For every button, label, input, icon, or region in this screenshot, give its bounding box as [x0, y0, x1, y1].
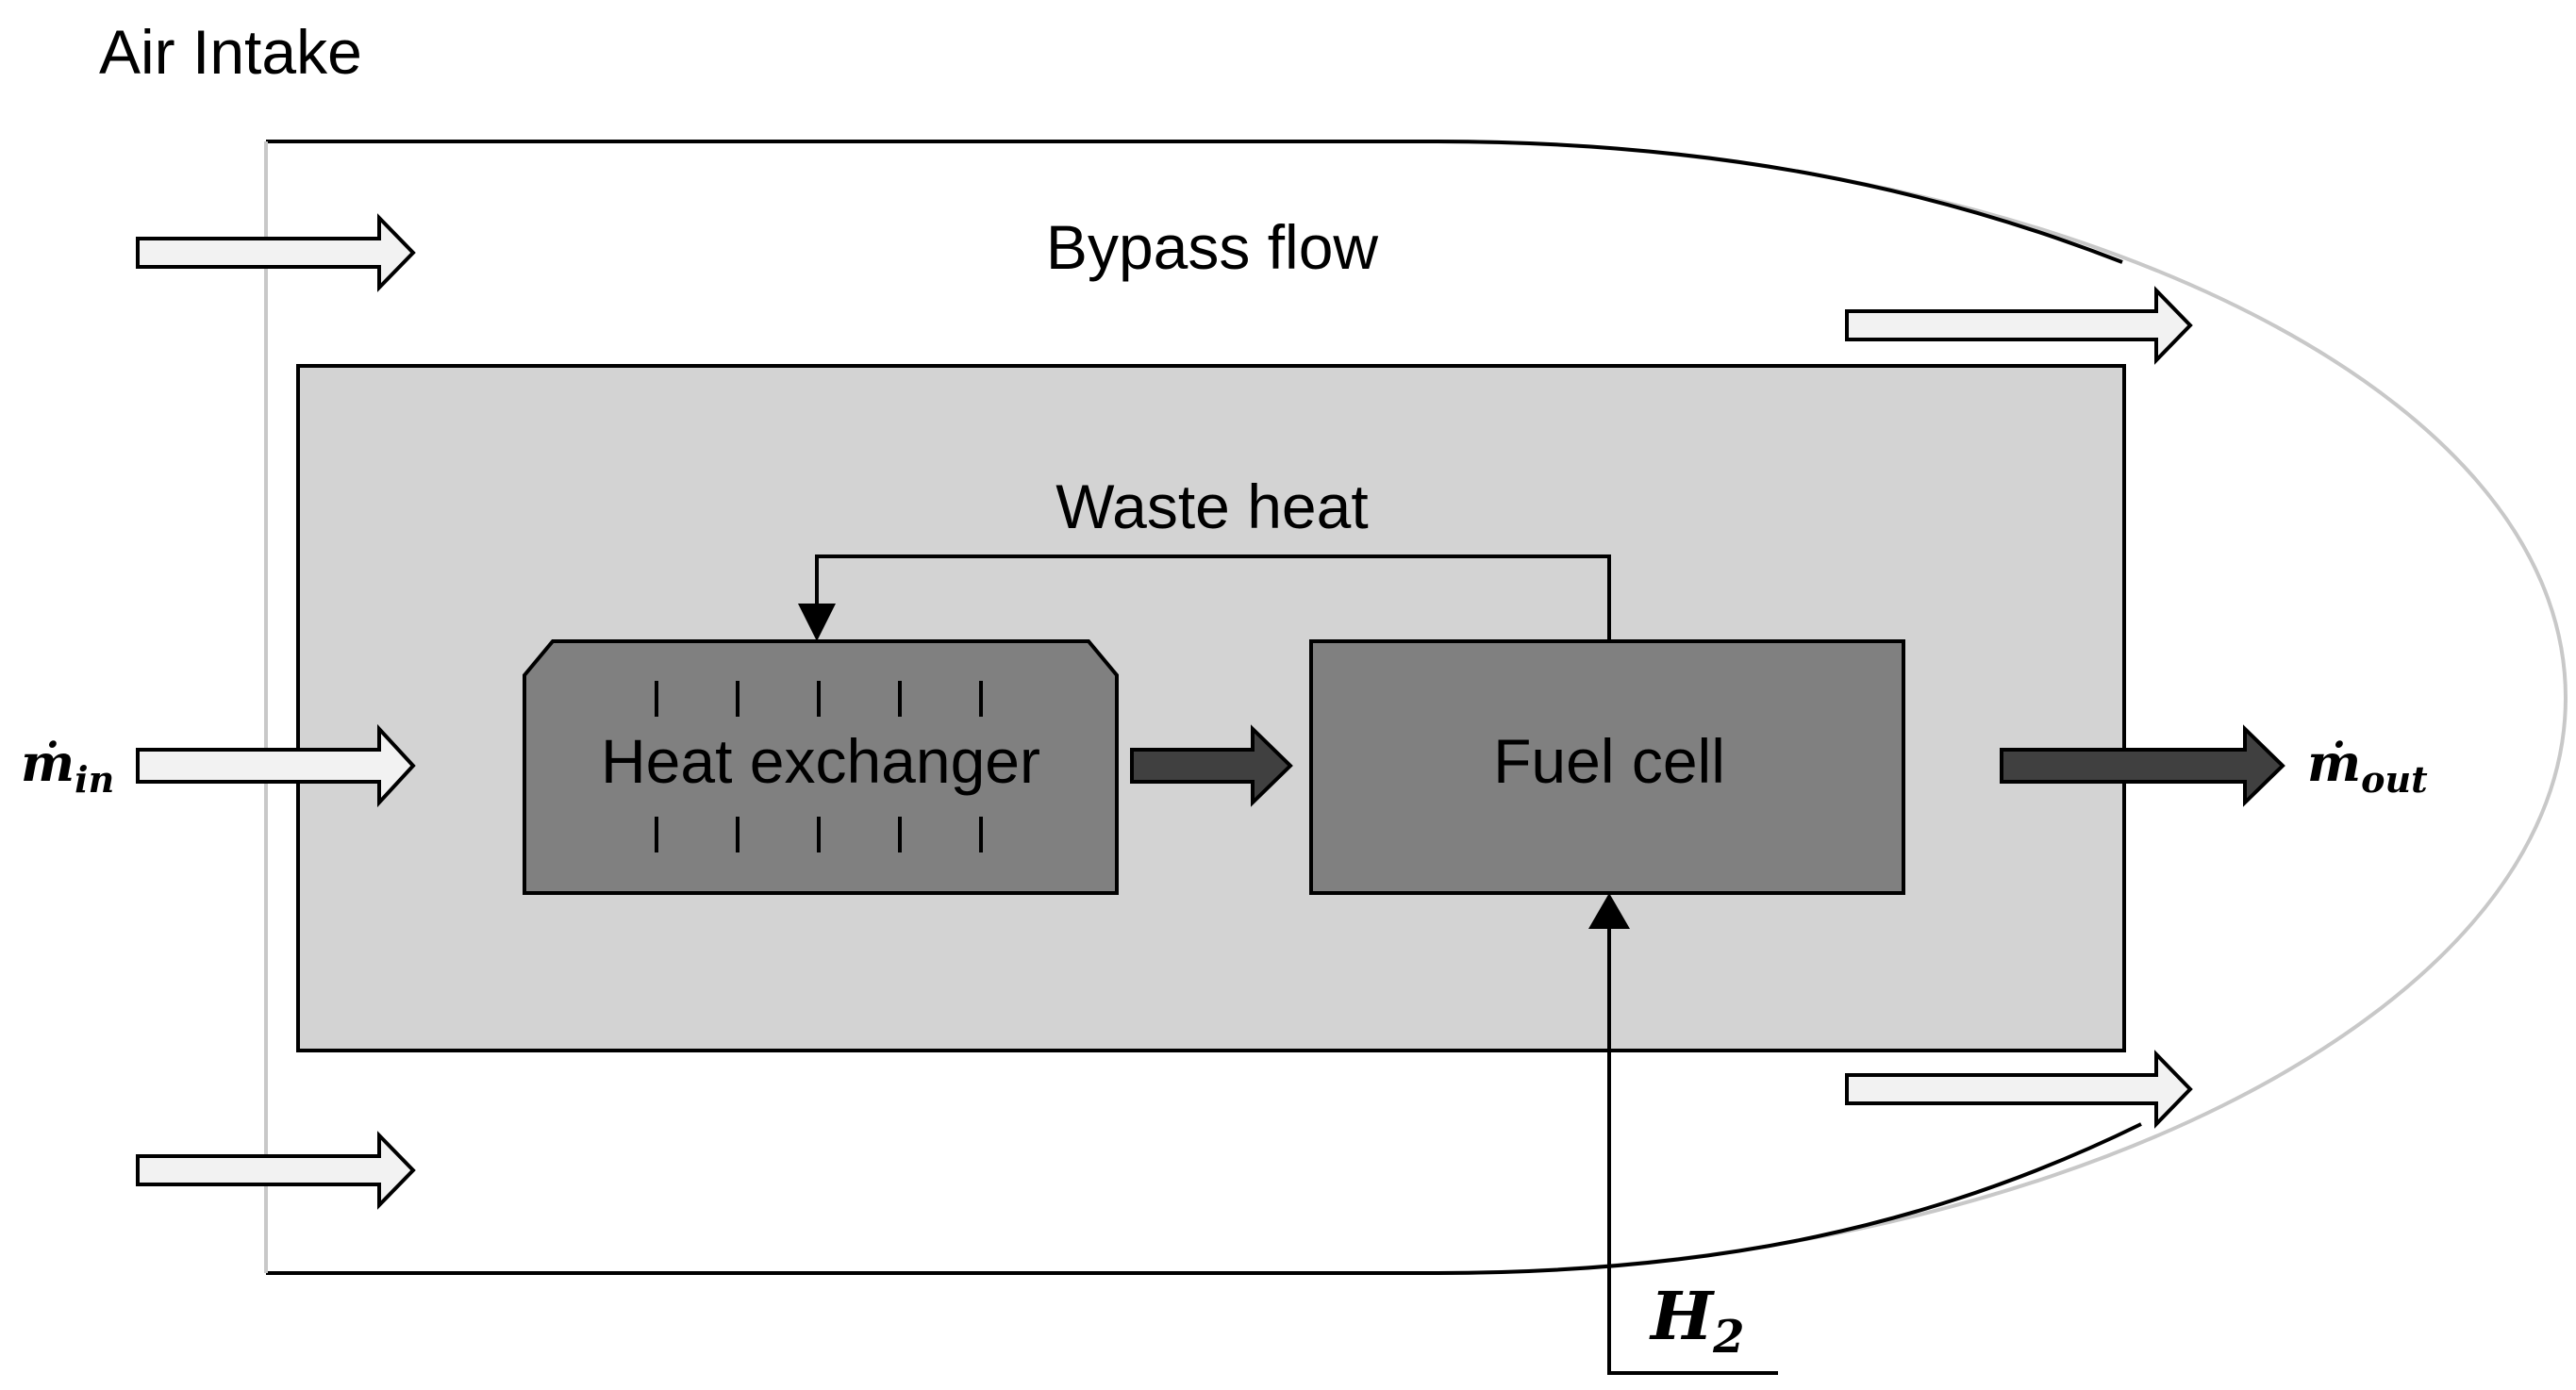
nacelle-outline-top: [266, 140, 2123, 264]
fuel-cell-label: Fuel cell: [1493, 726, 1725, 796]
h2-label: H2: [1649, 1277, 1745, 1364]
heat-exchanger-box: [523, 639, 1119, 895]
heat-exchanger-fins: [655, 681, 983, 852]
intake-arrow-bottom: [136, 1131, 416, 1210]
h2-arrowhead: [1588, 893, 1630, 929]
nacelle-outline-curve: [1433, 140, 2568, 1275]
h2-supply-line: [1607, 926, 1778, 1375]
m-out-symbol: ṁ: [2307, 733, 2361, 793]
h2-subscript: 2: [1712, 1311, 1744, 1364]
bypass-exit-arrow-top: [1845, 286, 2193, 365]
bypass-flow-label: Bypass flow: [1046, 212, 1378, 282]
bypass-exit-arrow-bottom: [1845, 1050, 2193, 1129]
bypass-exit-arrows: [1845, 286, 2193, 1129]
heat-exchanger-label: Heat exchanger: [601, 726, 1040, 796]
intake-arrow-middle: [136, 723, 416, 808]
waste-heat-line: [815, 554, 1611, 641]
m-in-label: ṁin: [21, 733, 114, 801]
m-in-symbol: ṁ: [21, 733, 75, 793]
m-in-subscript: in: [75, 758, 114, 801]
m-out-label: ṁout: [2307, 733, 2428, 801]
waste-heat-arrowhead: [798, 604, 836, 641]
waste-heat-label: Waste heat: [1055, 472, 1368, 541]
h2-symbol: H: [1649, 1277, 1715, 1355]
air-intake-label: Air Intake: [99, 17, 362, 87]
core-exhaust-arrow: [2000, 724, 2285, 807]
intake-arrows: [136, 213, 416, 1210]
core-flow-arrow-hx-to-fc: [1130, 724, 1293, 807]
m-out-subscript: out: [2361, 758, 2428, 801]
intake-arrow-top: [136, 213, 416, 292]
fuel-cell-box: [1309, 639, 1905, 895]
nacelle-outline-bottom: [266, 1122, 2142, 1275]
